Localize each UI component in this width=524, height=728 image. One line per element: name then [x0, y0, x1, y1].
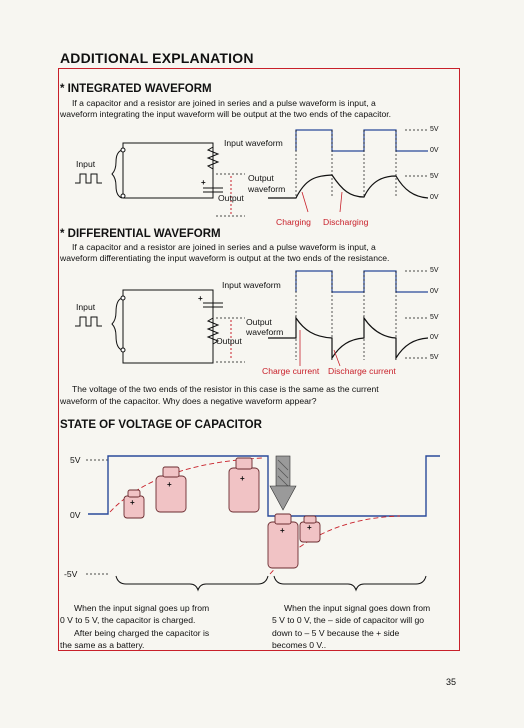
differential-output-label: Output	[216, 336, 242, 346]
integrator-circuit	[75, 142, 223, 199]
differential-note-1: The voltage of the two ends of the resis…	[72, 384, 379, 394]
integrated-input-label: Input	[76, 159, 96, 169]
discharge-current-label: Discharge current	[328, 366, 396, 376]
differential-heading: * DIFFERENTIAL WAVEFORM	[60, 228, 221, 240]
differential-0v-label-mid: 0V	[430, 334, 439, 341]
battery-plus-2: +	[167, 480, 172, 489]
differential-output-waveform-label-2: waveform	[246, 327, 284, 337]
differential-text-1: If a capacitor and a resistor are joined…	[72, 242, 376, 252]
down-arrow-icon	[269, 455, 297, 511]
battery-plus-5: +	[307, 523, 312, 532]
integrated-0v-label-top: 0V	[430, 147, 439, 154]
differential-text-2: waveform differentiating the input wavef…	[60, 253, 390, 263]
differential-capacitor-plus: +	[198, 294, 203, 303]
state-5v-label: 5V	[70, 455, 81, 465]
page-title: ADDITIONAL EXPLANATION	[60, 50, 254, 66]
integrated-text-1: If a capacitor and a resistor are joined…	[72, 98, 376, 108]
content-frame	[58, 68, 460, 651]
integrated-5v-label-top: 5V	[430, 126, 439, 133]
state-neg5v-label: -5V	[64, 569, 78, 579]
state-right-line-3: down to – 5 V because the + side	[272, 628, 400, 638]
differential-note-2: waveform of the capacitor. Why does a ne…	[60, 396, 317, 406]
state-left-line-2: 0 V to 5 V, the capacitor is charged.	[60, 615, 196, 625]
discharging-label: Discharging	[323, 217, 369, 227]
state-left-line-3: After being charged the capacitor is	[74, 628, 210, 638]
state-0v-label: 0V	[70, 510, 81, 520]
differentiator-circuit	[75, 289, 223, 364]
integrated-0v-label-bottom: 0V	[430, 194, 439, 201]
battery-plus-1: +	[130, 498, 135, 507]
differential-input-label: Input	[76, 302, 96, 312]
integrated-capacitor-plus: +	[201, 178, 206, 187]
state-waveform	[88, 455, 440, 517]
state-right-line-4: becomes 0 V..	[272, 640, 327, 650]
battery-icons-left	[123, 457, 260, 519]
differential-0v-label-top: 0V	[430, 288, 439, 295]
state-right-line-1: When the input signal goes down from	[284, 603, 431, 613]
differential-neg5v-label: 5V	[430, 354, 439, 361]
differential-input-waveform-label: Input waveform	[222, 280, 281, 290]
battery-icons-right	[267, 513, 321, 569]
integrated-output-waveform-label-2: waveform	[248, 184, 286, 194]
integrated-output-waveform-label-1: Output	[248, 173, 274, 183]
differential-5v-label-top: 5V	[430, 267, 439, 274]
integrated-text-2: waveform integrating the input waveform …	[60, 109, 392, 119]
charge-current-label: Charge current	[262, 366, 320, 376]
state-left-line-1: When the input signal goes up from	[74, 603, 210, 613]
differential-5v-label-mid: 5V	[430, 314, 439, 321]
battery-plus-4: +	[280, 526, 285, 535]
charging-label: Charging	[276, 217, 311, 227]
battery-plus-3: +	[240, 474, 245, 483]
integrated-heading: * INTEGRATED WAVEFORM	[60, 83, 212, 95]
integrated-input-waveform-label: Input waveform	[224, 138, 283, 148]
page-number: 35	[446, 677, 457, 687]
state-heading: STATE OF VOLTAGE OF CAPACITOR	[60, 419, 262, 431]
state-left-line-4: the same as a battery.	[60, 640, 145, 650]
differential-output-waveform-label-1: Output	[246, 317, 272, 327]
state-right-line-2: 5 V to 0 V, the – side of capacitor will…	[272, 615, 425, 625]
integrated-output-label: Output	[218, 193, 244, 203]
integrated-5v-label-bottom: 5V	[430, 173, 439, 180]
